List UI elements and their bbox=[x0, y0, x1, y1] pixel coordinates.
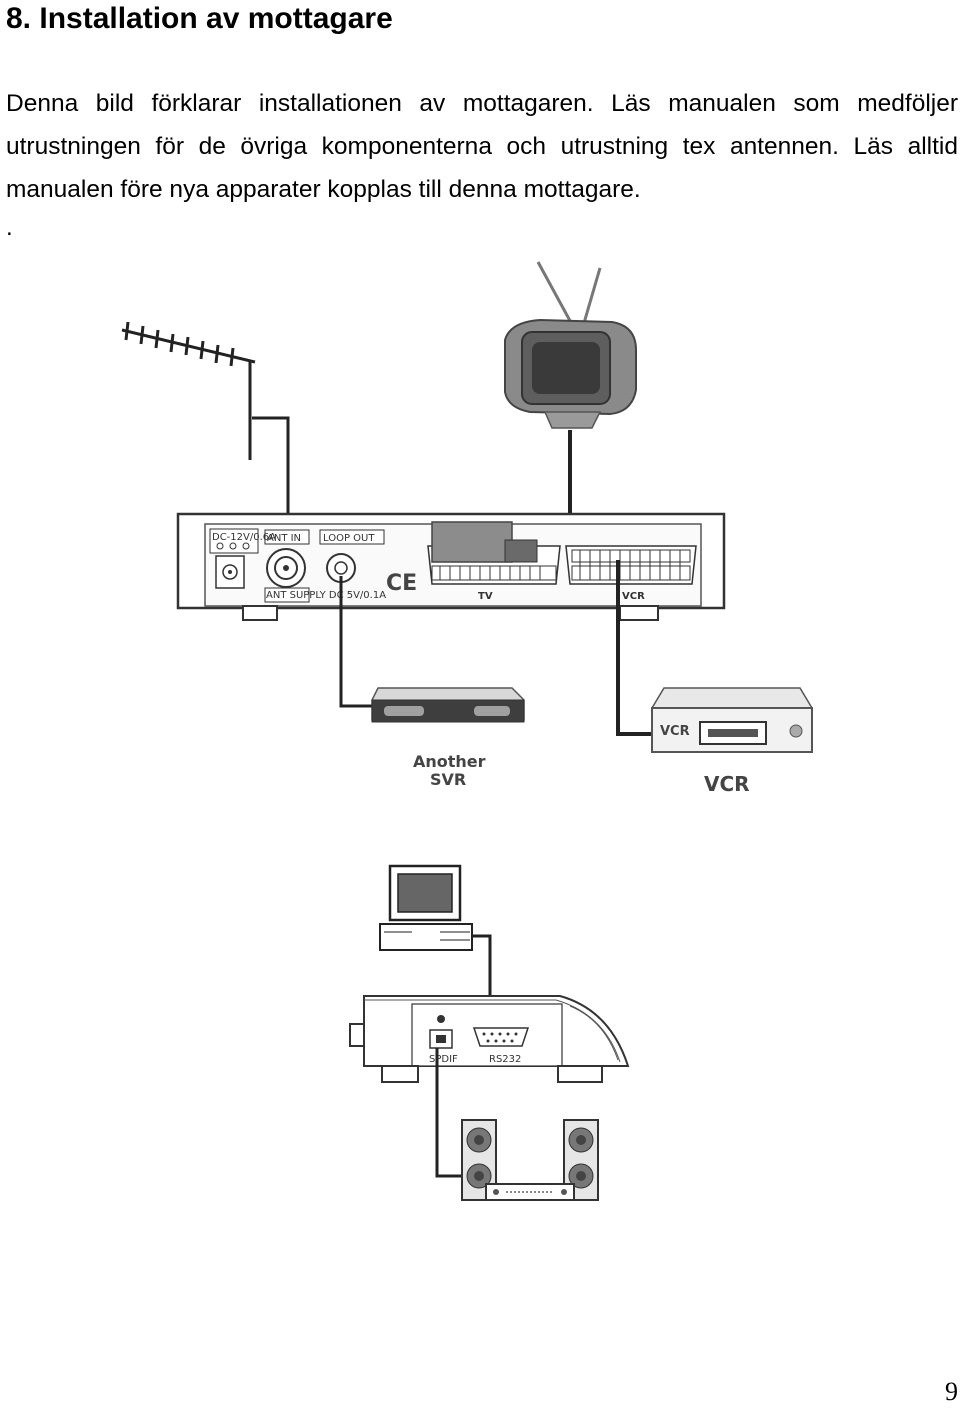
stray-dot: . bbox=[6, 214, 13, 241]
tv-icon bbox=[504, 261, 637, 429]
computer-icon bbox=[379, 864, 473, 951]
svr-label-line2: SVR bbox=[430, 770, 466, 789]
svr-cable bbox=[339, 576, 374, 708]
ant-supply-label: ANT SUPPLY DC 5V/0.1A bbox=[266, 590, 386, 601]
intro-paragraph: Denna bild förklarar installationen av m… bbox=[6, 90, 958, 203]
audio-cable bbox=[435, 1048, 462, 1178]
spdif-label: SPDIF bbox=[429, 1054, 458, 1065]
scart-tv-port bbox=[427, 521, 561, 585]
amplifier-icon bbox=[485, 1183, 575, 1201]
right-speaker-icon bbox=[563, 1119, 599, 1201]
page-number: 9 bbox=[945, 1377, 958, 1406]
antenna-icon bbox=[121, 321, 256, 460]
vcr-cable bbox=[616, 560, 652, 736]
loop-out-label: LOOP OUT bbox=[323, 533, 375, 544]
vcr-panel-label: VCR bbox=[660, 724, 690, 739]
receiver-back-panel bbox=[176, 512, 726, 621]
vcr-label: VCR bbox=[704, 772, 750, 796]
svr-device-icon bbox=[371, 687, 525, 723]
rs232-pins bbox=[482, 1032, 518, 1043]
ant-in-label: ANT IN bbox=[267, 533, 301, 544]
dc-port-label: DC-12V/0.6A bbox=[212, 532, 276, 543]
left-speaker-icon bbox=[461, 1119, 497, 1201]
receiver-side-view bbox=[349, 995, 630, 1083]
scart-vcr-port bbox=[565, 545, 697, 585]
rs232-label: RS232 bbox=[489, 1054, 521, 1065]
page-heading: 8. Installation av mottagare bbox=[6, 2, 393, 35]
scart-tv-label: TV bbox=[478, 591, 493, 602]
installation-diagram: DC-12V/0.6A ANT IN LOOP OUT ANT SUPPLY D… bbox=[121, 261, 814, 796]
vcr-device-icon bbox=[650, 687, 814, 753]
antenna-cable bbox=[252, 416, 290, 560]
scart-vcr-label: VCR bbox=[622, 591, 645, 602]
ce-mark: CE bbox=[386, 571, 417, 596]
svr-label-line1: Another bbox=[413, 752, 486, 771]
pc-cable bbox=[472, 934, 492, 1030]
